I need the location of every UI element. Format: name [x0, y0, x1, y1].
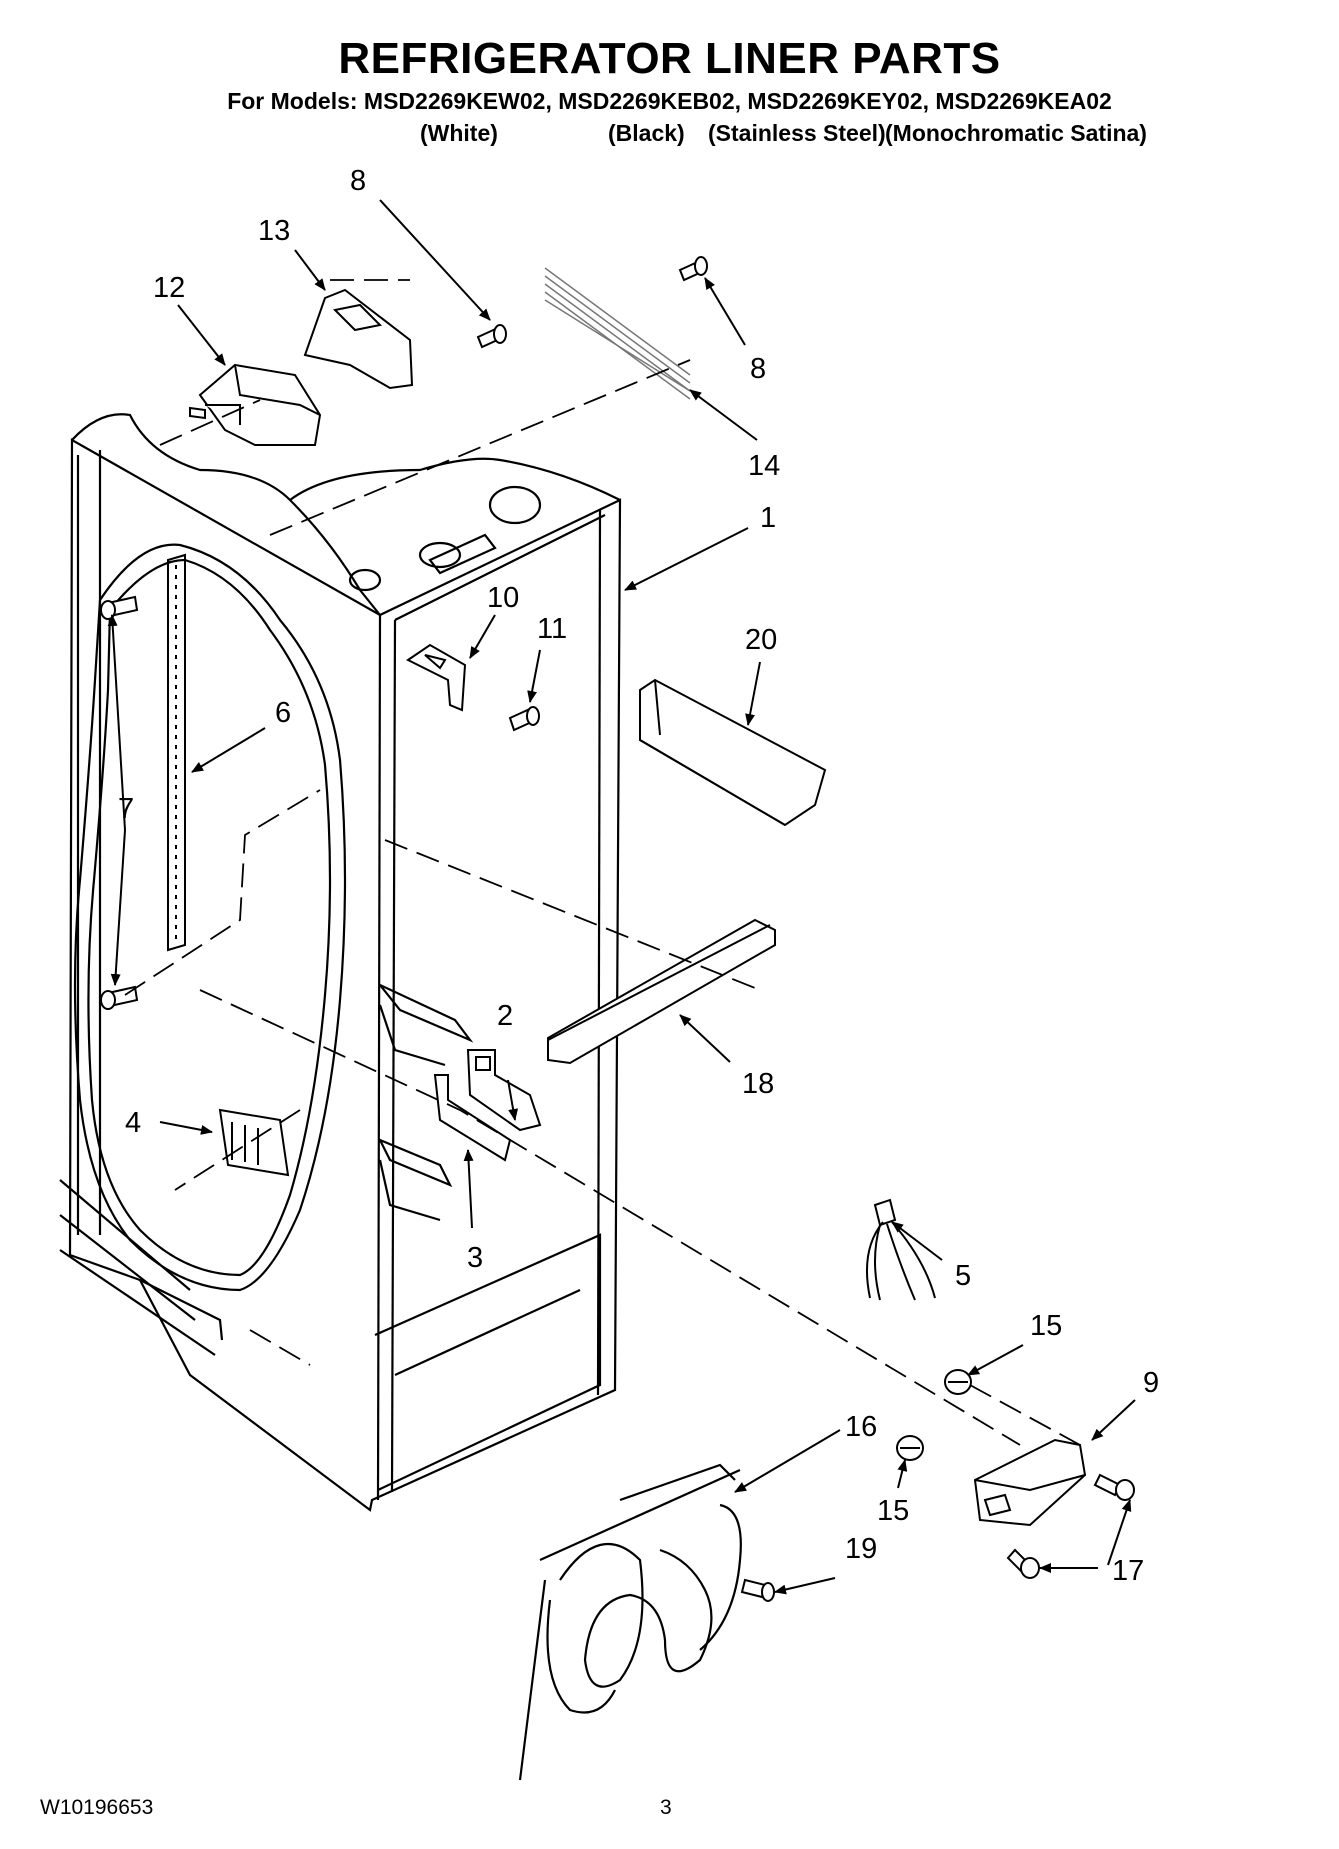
callout-4: 4 — [125, 1107, 141, 1139]
page-number: 3 — [660, 1796, 672, 1819]
defrost-heater — [518, 1463, 742, 1781]
light-socket — [218, 1108, 290, 1177]
callout-leaders — [107, 199, 1136, 1595]
callout-12: 12 — [153, 272, 185, 304]
variant-black: (Black) — [608, 120, 685, 146]
drain-trough — [639, 678, 827, 827]
refrigerator-liner — [59, 413, 622, 1512]
callout-10: 10 — [487, 582, 519, 614]
callout-8-right: 8 — [750, 353, 766, 385]
mounting-bracket — [303, 288, 414, 390]
page-title: REFRIGERATOR LINER PARTS — [338, 34, 1001, 83]
callout-20: 20 — [745, 624, 777, 656]
callout-15-bottom: 15 — [877, 1495, 909, 1527]
callout-11: 11 — [537, 613, 567, 645]
callout-6: 6 — [275, 697, 291, 729]
callout-1: 1 — [760, 502, 776, 534]
callout-8-top: 8 — [350, 165, 366, 197]
bracket-2-3 — [433, 1049, 542, 1162]
wire-harness — [865, 1198, 936, 1301]
assembly-guides — [124, 279, 1081, 1446]
trim-strip — [544, 267, 691, 400]
bracket-10 — [406, 643, 540, 732]
callout-16: 16 — [845, 1411, 877, 1443]
callout-5: 5 — [955, 1260, 971, 1292]
callout-3: 3 — [467, 1242, 483, 1274]
callout-2: 2 — [497, 1000, 513, 1032]
screw-19 — [740, 1578, 775, 1602]
callout-7: 7 — [118, 793, 134, 825]
models-line: For Models: MSD2269KEW02, MSD2269KEB02, … — [227, 88, 1112, 114]
callout-19: 19 — [845, 1533, 877, 1565]
screw-8 — [476, 256, 708, 349]
variant-monochromatic: (Monochromatic Satina) — [885, 120, 1147, 146]
variant-white: (White) — [420, 120, 498, 146]
callout-18: 18 — [742, 1068, 774, 1100]
callout-9: 9 — [1143, 1367, 1159, 1399]
document-number: W10196653 — [40, 1796, 154, 1819]
callout-15-top: 15 — [1030, 1310, 1062, 1342]
cap-15 — [896, 1369, 972, 1461]
variant-stainless: (Stainless Steel) — [708, 120, 886, 146]
control-housing — [189, 363, 322, 446]
pin-17 — [1006, 1473, 1135, 1579]
screw-7 — [100, 595, 139, 1010]
callout-labels: 1 2 3 4 5 6 7 8 8 9 10 11 12 13 14 15 15… — [118, 165, 1159, 1587]
shelf-rail — [167, 553, 186, 952]
callout-14: 14 — [748, 450, 780, 482]
callout-13: 13 — [258, 215, 290, 247]
callout-17: 17 — [1112, 1555, 1144, 1587]
cover-9 — [973, 1438, 1087, 1527]
support-bar — [547, 918, 776, 1065]
